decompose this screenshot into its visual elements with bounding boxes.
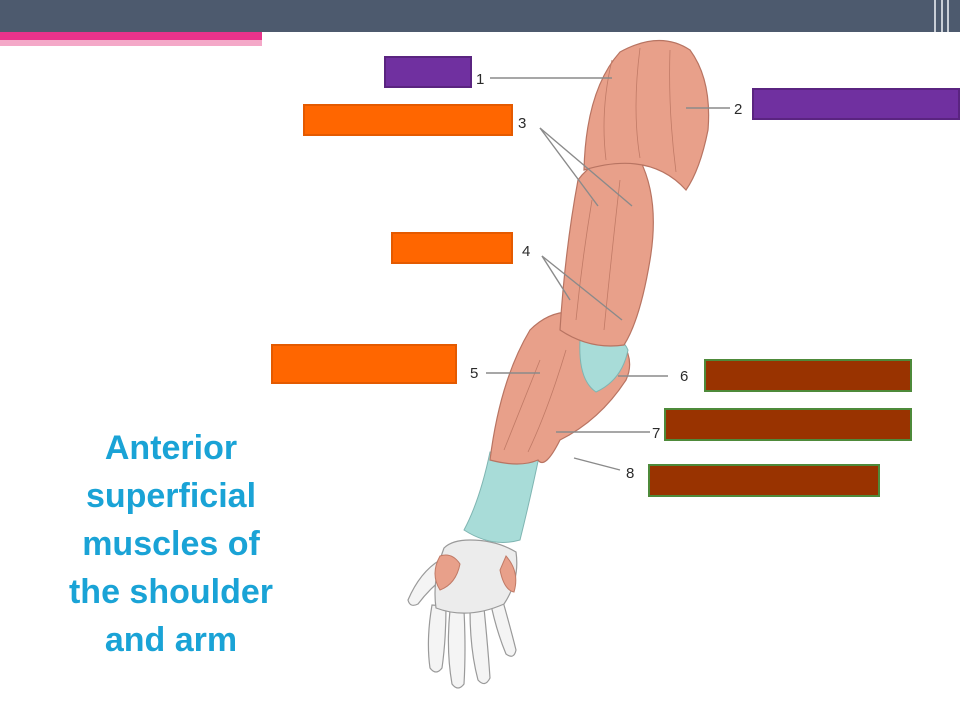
deltoid-muscle xyxy=(583,39,710,191)
title-line: Anterior xyxy=(104,429,238,467)
hypothenar-muscle xyxy=(499,555,517,593)
label-box-6[interactable] xyxy=(704,359,912,392)
label-box-2[interactable] xyxy=(752,88,960,120)
header-divider xyxy=(934,0,936,32)
callout-number-2: 2 xyxy=(734,101,742,118)
wrist-tendons xyxy=(463,451,541,543)
label-box-5[interactable] xyxy=(271,344,457,384)
label-box-1[interactable] xyxy=(384,56,472,88)
title-line: muscles of xyxy=(82,525,260,563)
label-box-4[interactable] xyxy=(391,232,513,264)
hand-fingers xyxy=(407,559,517,689)
callout-number-5: 5 xyxy=(470,365,478,382)
callout-number-7: 7 xyxy=(652,425,660,442)
label-box-7[interactable] xyxy=(664,408,912,441)
header-divider xyxy=(941,0,943,32)
muscle-fibers xyxy=(503,47,677,453)
thenar-muscle xyxy=(434,554,461,591)
slide-header-bar xyxy=(0,0,960,32)
callout-number-8: 8 xyxy=(626,465,634,482)
label-box-3[interactable] xyxy=(303,104,513,136)
callout-number-4: 4 xyxy=(522,243,530,260)
title-line: superficial xyxy=(85,477,257,515)
upper-arm-muscles xyxy=(559,156,654,347)
title-line: and arm xyxy=(104,621,238,659)
label-box-8[interactable] xyxy=(648,464,880,497)
callout-number-6: 6 xyxy=(680,368,688,385)
title-line: the shoulder xyxy=(68,573,274,611)
leader-lines xyxy=(486,77,730,471)
callout-number-3: 3 xyxy=(518,115,526,132)
header-divider xyxy=(947,0,949,32)
accent-stripe-light xyxy=(0,40,262,46)
callout-number-1: 1 xyxy=(476,71,484,88)
slide-title: Anterior superficial muscles of the shou… xyxy=(30,424,312,664)
accent-stripe xyxy=(0,32,262,40)
